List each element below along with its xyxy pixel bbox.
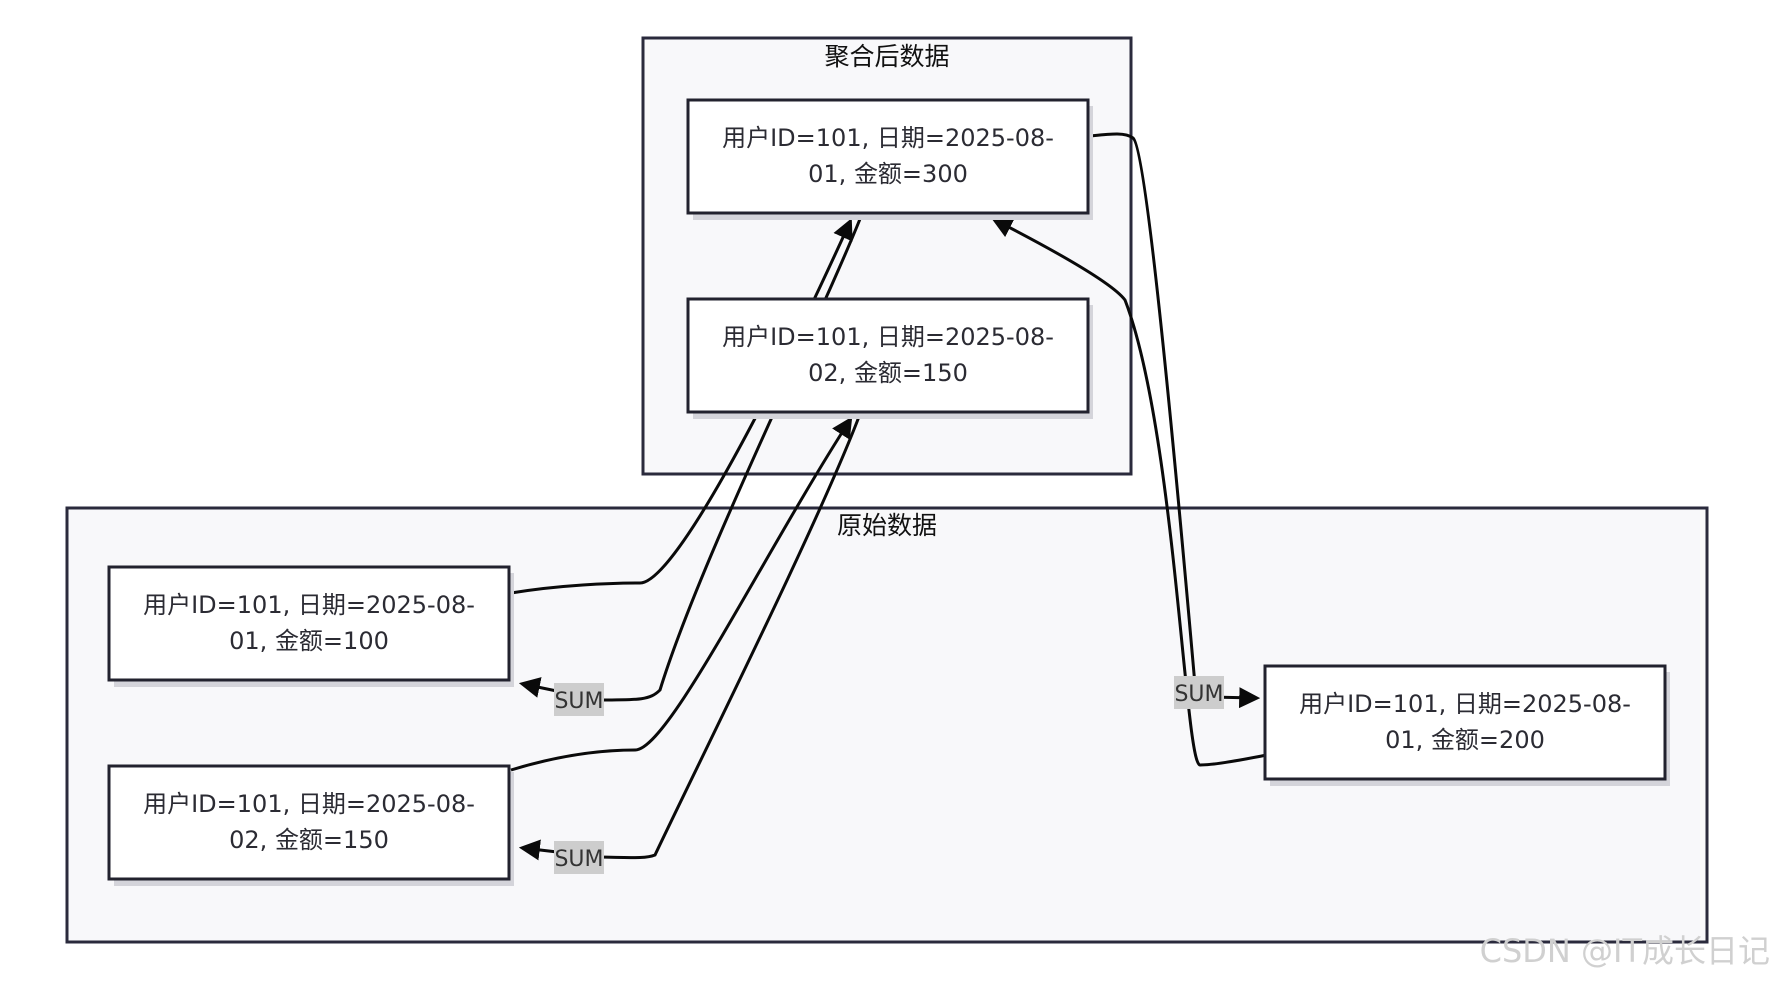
edge-label-sum-1: SUM — [554, 683, 604, 716]
edge-agg2-to-raw2 — [518, 413, 862, 861]
node-text-line1: 用户ID=101, 日期=2025-08- — [143, 790, 475, 818]
raw-group-title: 原始数据 — [837, 511, 937, 540]
node-raw-2025-08-02-150: 用户ID=101, 日期=2025-08- 02, 金额=150 — [107, 764, 514, 886]
node-text-line2: 01, 金额=200 — [1385, 726, 1545, 754]
node-text-line2: 01, 金额=100 — [229, 627, 389, 655]
node-text-line1: 用户ID=101, 日期=2025-08- — [722, 124, 1054, 152]
svg-text:SUM: SUM — [554, 689, 603, 714]
node-text-line2: 02, 金额=150 — [808, 359, 968, 387]
edge-label-sum-3: SUM — [1174, 676, 1224, 709]
node-text-line2: 02, 金额=150 — [229, 826, 389, 854]
node-text-line1: 用户ID=101, 日期=2025-08- — [722, 323, 1054, 351]
svg-text:SUM: SUM — [1174, 682, 1223, 707]
watermark: CSDN @IT成长日记 — [1480, 932, 1770, 970]
edge-label-sum-2: SUM — [554, 841, 604, 874]
edge-raw2-to-agg2 — [510, 416, 853, 772]
node-text-line1: 用户ID=101, 日期=2025-08- — [143, 591, 475, 619]
node-text-line1: 用户ID=101, 日期=2025-08- — [1299, 690, 1631, 718]
node-text-line2: 01, 金额=300 — [808, 160, 968, 188]
node-agg-2025-08-02: 用户ID=101, 日期=2025-08- 02, 金额=150 — [686, 297, 1093, 419]
node-agg-2025-08-01: 用户ID=101, 日期=2025-08- 01, 金额=300 — [686, 98, 1093, 220]
node-raw-2025-08-01-200: 用户ID=101, 日期=2025-08- 01, 金额=200 — [1263, 664, 1670, 786]
node-raw-2025-08-01-100: 用户ID=101, 日期=2025-08- 01, 金额=100 — [107, 565, 514, 687]
aggregated-group-title: 聚合后数据 — [824, 42, 949, 71]
svg-text:SUM: SUM — [554, 847, 603, 872]
edge-raw3-to-agg1 — [991, 218, 1268, 767]
